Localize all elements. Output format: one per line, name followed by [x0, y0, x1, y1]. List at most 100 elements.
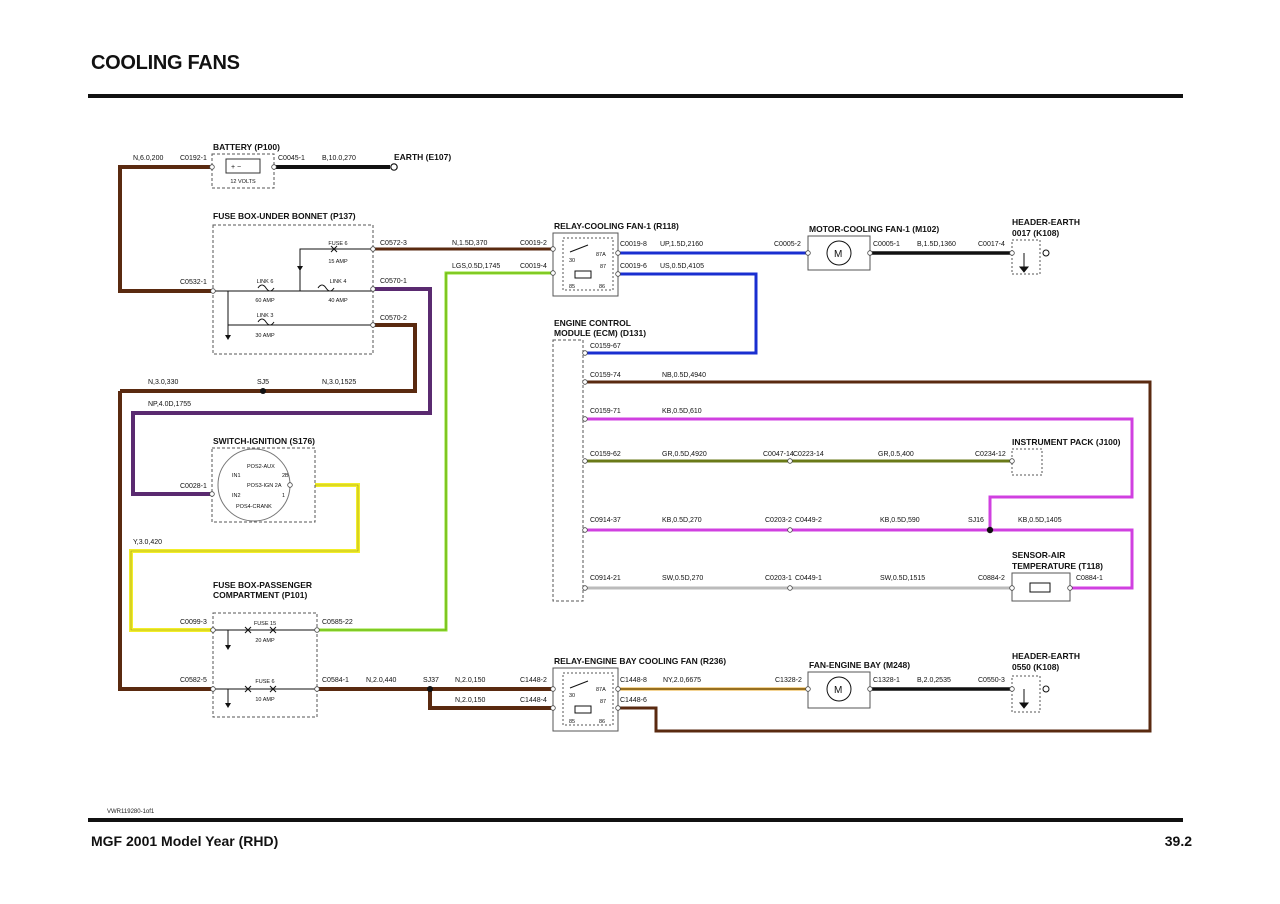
svg-text:C0585-22: C0585-22 [322, 619, 353, 626]
svg-text:87A: 87A [596, 252, 606, 258]
svg-text:TEMPERATURE (T118): TEMPERATURE (T118) [1012, 561, 1103, 571]
svg-text:10 AMP: 10 AMP [255, 697, 275, 703]
svg-text:C0572-3: C0572-3 [380, 240, 407, 247]
svg-text:RELAY-COOLING FAN-1 (R118): RELAY-COOLING FAN-1 (R118) [554, 221, 679, 231]
svg-text:IN2: IN2 [232, 493, 241, 499]
svg-text:B,2.0,2535: B,2.0,2535 [917, 677, 951, 684]
svg-text:87: 87 [600, 699, 606, 705]
motor-cooling-fan-1-m102: M MOTOR-COOLING FAN-1 (M102) [807, 224, 939, 271]
svg-text:Y,3.0,420: Y,3.0,420 [133, 539, 162, 546]
svg-text:C0047-14: C0047-14 [763, 451, 794, 458]
svg-text:C0223-14: C0223-14 [793, 451, 824, 458]
svg-text:LINK 4: LINK 4 [330, 279, 347, 285]
svg-text:HEADER-EARTH: HEADER-EARTH [1012, 651, 1080, 661]
svg-text:87: 87 [600, 264, 606, 270]
reference-number: VWR119280-1of1 [107, 809, 155, 815]
svg-text:FUSE BOX-PASSENGER: FUSE BOX-PASSENGER [213, 580, 312, 590]
svg-text:85: 85 [569, 719, 575, 725]
wire-kb-0-5d-270 [585, 528, 1134, 590]
svg-text:MOTOR-COOLING FAN-1 (M102): MOTOR-COOLING FAN-1 (M102) [809, 224, 939, 234]
battery-p100: + − 12 VOLTS BATTERY (P100) [211, 142, 280, 189]
svg-text:KB,0.5D,270: KB,0.5D,270 [662, 517, 702, 524]
svg-text:C0005-2: C0005-2 [774, 241, 801, 248]
earth-e107: EARTH (E107) [390, 152, 451, 171]
svg-text:C0159-67: C0159-67 [590, 343, 621, 350]
svg-text:C1448-6: C1448-6 [620, 697, 647, 704]
wire-labels: N,6.0,200 B,10.0,270 N,1.5D,370 LGS,0.5D… [133, 155, 1062, 704]
svg-text:N,6.0,200: N,6.0,200 [133, 155, 163, 162]
svg-text:C0914-21: C0914-21 [590, 575, 621, 582]
svg-text:C0159-62: C0159-62 [590, 451, 621, 458]
svg-text:GR,0.5,400: GR,0.5,400 [878, 451, 914, 458]
svg-text:+ −: + − [231, 164, 241, 171]
svg-text:LINK 3: LINK 3 [257, 313, 274, 319]
svg-text:C0550-3: C0550-3 [978, 677, 1005, 684]
svg-text:C0449-2: C0449-2 [795, 517, 822, 524]
svg-text:15 AMP: 15 AMP [328, 259, 348, 265]
svg-text:EARTH (E107): EARTH (E107) [394, 152, 451, 162]
wire-n-2-0-150b [428, 689, 553, 710]
svg-text:N,3.0,1525: N,3.0,1525 [322, 379, 356, 386]
fusebox-passenger-p101: FUSE BOX-PASSENGER COMPARTMENT (P101) FU… [212, 580, 318, 718]
svg-text:C0159-74: C0159-74 [590, 372, 621, 379]
svg-text:C0570-1: C0570-1 [380, 278, 407, 285]
svg-text:HEADER-EARTH: HEADER-EARTH [1012, 217, 1080, 227]
header-earth-0550: HEADER-EARTH 0550 (K108) [1011, 651, 1080, 713]
svg-text:FUSE 15: FUSE 15 [254, 621, 276, 627]
svg-text:C1448-8: C1448-8 [620, 677, 647, 684]
fan-engine-bay-m248: M FAN-ENGINE BAY (M248) [807, 660, 910, 709]
svg-text:SJ16: SJ16 [968, 517, 984, 524]
svg-text:40 AMP: 40 AMP [328, 298, 348, 304]
svg-text:SJ37: SJ37 [423, 677, 439, 684]
splice-labels: SJ5 SJ16 SJ37 [257, 379, 984, 684]
page-title: COOLING FANS [91, 52, 240, 74]
svg-text:NP,4.0D,1755: NP,4.0D,1755 [148, 401, 191, 408]
svg-text:FUSE BOX-UNDER BONNET (P137): FUSE BOX-UNDER BONNET (P137) [213, 211, 356, 221]
svg-text:30: 30 [569, 258, 575, 264]
svg-text:POS4-CRANK: POS4-CRANK [236, 504, 272, 510]
svg-text:N,3.0,330: N,3.0,330 [148, 379, 178, 386]
svg-text:20 AMP: 20 AMP [255, 638, 275, 644]
svg-text:NY,2.0,6675: NY,2.0,6675 [663, 677, 701, 684]
connector-labels: C0192-1 C0045-1 C0532-1 C0572-3 C0570-1 … [180, 155, 1103, 704]
svg-text:30: 30 [569, 693, 575, 699]
svg-text:2B: 2B [282, 473, 289, 479]
svg-text:FUSE 6: FUSE 6 [328, 241, 347, 247]
svg-text:INSTRUMENT PACK (J100): INSTRUMENT PACK (J100) [1012, 437, 1121, 447]
fusebox-under-bonnet-p137: FUSE BOX-UNDER BONNET (P137) FUSE 6 15 A… [212, 211, 374, 355]
svg-text:86: 86 [599, 284, 605, 290]
svg-text:US,0.5D,4105: US,0.5D,4105 [660, 263, 704, 270]
svg-text:N,2.0,150: N,2.0,150 [455, 677, 485, 684]
svg-text:C0532-1: C0532-1 [180, 279, 207, 286]
svg-text:N,2.0,150: N,2.0,150 [455, 697, 485, 704]
svg-text:ENGINE CONTROL: ENGINE CONTROL [554, 318, 631, 328]
relay-cooling-fan-1-r118: RELAY-COOLING FAN-1 (R118) 30 87A 87 85 … [552, 221, 679, 297]
svg-text:POS3-IGN 2A: POS3-IGN 2A [247, 483, 282, 489]
svg-text:SENSOR-AIR: SENSOR-AIR [1012, 550, 1065, 560]
svg-text:C0099-3: C0099-3 [180, 619, 207, 626]
svg-text:M: M [834, 685, 842, 696]
svg-text:C0017-4: C0017-4 [978, 241, 1005, 248]
svg-text:C0005-1: C0005-1 [873, 241, 900, 248]
svg-text:C0045-1: C0045-1 [278, 155, 305, 162]
svg-text:M: M [834, 249, 842, 260]
svg-text:C0884-1: C0884-1 [1076, 575, 1103, 582]
wire-n-3-0-1525 [120, 323, 417, 393]
svg-text:UP,1.5D,2160: UP,1.5D,2160 [660, 241, 703, 248]
svg-text:POS2-AUX: POS2-AUX [247, 464, 275, 470]
svg-text:C0449-1: C0449-1 [795, 575, 822, 582]
svg-text:RELAY-ENGINE BAY COOLING FAN (: RELAY-ENGINE BAY COOLING FAN (R236) [554, 656, 726, 666]
svg-text:B,10.0,270: B,10.0,270 [322, 155, 356, 162]
svg-text:COMPARTMENT (P101): COMPARTMENT (P101) [213, 590, 307, 600]
svg-text:SW,0.5D,270: SW,0.5D,270 [662, 575, 703, 582]
wire-nb-0-5d-4940 [585, 380, 1152, 733]
svg-text:C0019-8: C0019-8 [620, 241, 647, 248]
svg-text:LINK 6: LINK 6 [257, 279, 274, 285]
svg-text:N,2.0,440: N,2.0,440 [366, 677, 396, 684]
svg-text:C1328-1: C1328-1 [873, 677, 900, 684]
svg-text:87A: 87A [596, 687, 606, 693]
svg-text:86: 86 [599, 719, 605, 725]
svg-text:C0884-2: C0884-2 [978, 575, 1005, 582]
svg-text:C0570-2: C0570-2 [380, 315, 407, 322]
svg-text:BATTERY (P100): BATTERY (P100) [213, 142, 280, 152]
